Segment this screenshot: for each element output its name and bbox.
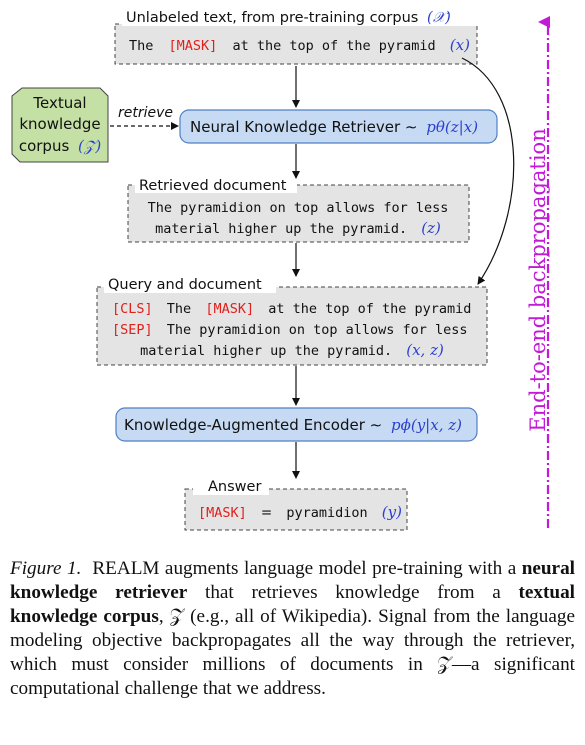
caption-part3: , 𝒵 (e.g., all of Wikipedia). Signal fro… — [10, 606, 576, 699]
input-symbol-x: (x) — [450, 36, 470, 54]
svg-text:material higher up the pyramid: material higher up the pyramid. (x, z) — [140, 341, 444, 359]
sep-token: [SEP] — [112, 322, 153, 338]
encoder-label: Knowledge-Augmented Encoder ∼ — [124, 416, 382, 434]
query-line3: material higher up the pyramid. — [140, 343, 392, 359]
caption-bold2: textual knowledge corpus — [10, 582, 576, 627]
corpus-line1: Textual — [32, 94, 86, 112]
svg-text:[MASK] = pyramidio: [MASK] = pyramidion (y) — [198, 503, 402, 521]
svg-text:Neural Knowledge Retriever ∼: Neural Knowledge Retriever ∼ pθ(z|x) — [190, 118, 478, 136]
unlabeled-text-box: Unlabeled text, from pre-training corpus… — [114, 6, 482, 65]
retrieved-document-line1: The pyramidion on top allows for less — [148, 200, 449, 216]
arrow-input-to-query — [461, 57, 515, 285]
query-document-title: Query and document — [108, 277, 262, 293]
answer-title: Answer — [208, 479, 261, 495]
retrieved-document-line2: material higher up the pyramid. — [155, 221, 407, 237]
document-symbol-z: (z) — [421, 219, 441, 237]
caption-part1: REALM augments language model pre-traini… — [92, 558, 517, 579]
cls-token: [CLS] — [112, 301, 153, 317]
mask-token: [MASK] — [169, 38, 218, 54]
svg-text:corpus (𝒵): corpus (𝒵) — [19, 137, 101, 155]
svg-text:The [MASK] at the: The [MASK] at the top of the pyramid (x) — [129, 36, 470, 54]
retriever-label: Neural Knowledge Retriever ∼ — [190, 118, 418, 136]
answer-equals: = — [261, 505, 272, 521]
caption-figure-label: Figure 1. — [10, 558, 82, 579]
query-mask-token: [MASK] — [205, 301, 254, 317]
diagram-canvas: Unlabeled text, from pre-training corpus… — [11, 6, 550, 531]
unlabeled-text-after: at the top of the pyramid — [232, 38, 435, 54]
figure-caption: Figure 1. REALM augments language model … — [10, 557, 575, 701]
retrieved-document-title: Retrieved document — [139, 178, 287, 194]
corpus-symbol-x: (𝒳) — [427, 10, 451, 26]
unlabeled-text-before: The — [129, 38, 153, 54]
svg-text:[SEP] The pyramidion on: [SEP] The pyramidion on top allows for l… — [112, 322, 468, 338]
retrieve-label: retrieve — [118, 105, 173, 121]
query-line1-a: The — [167, 301, 191, 317]
query-and-document-box: Query and document [CLS] The [MASK] at t… — [96, 273, 488, 366]
answer-symbol-y: (y) — [382, 503, 402, 521]
caption-part2: that retrieves knowledge from a — [204, 582, 501, 603]
retriever-distribution: pθ(z|x) — [426, 118, 478, 136]
corpus-symbol-z: (𝒵) — [78, 137, 101, 155]
svg-text:[CLS] The [MASK]: [CLS] The [MASK] at the top of the pyram… — [112, 301, 471, 317]
caption-bold1: neural knowledge retriever — [10, 558, 576, 603]
query-symbol-xz: (x, z) — [406, 341, 444, 359]
answer-mask-token: [MASK] — [198, 505, 247, 521]
retriever-box: Neural Knowledge Retriever ∼ pθ(z|x) — [179, 109, 498, 144]
answer-box: Answer [MASK] = pyramidion (y) — [184, 475, 408, 531]
svg-text:Unlabeled text, from pre-train: Unlabeled text, from pre-training corpus… — [126, 10, 451, 26]
corpus-line3: corpus — [19, 137, 70, 155]
query-line2: The pyramidion on top allows for less — [167, 322, 468, 338]
unlabeled-box-title: Unlabeled text, from pre-training corpus — [126, 10, 418, 26]
knowledge-corpus-box: Textual knowledge corpus (𝒵) — [11, 87, 109, 163]
encoder-box: Knowledge-Augmented Encoder ∼ pϕ(y|x, z) — [115, 407, 478, 442]
svg-text:material higher up the pyramid: material higher up the pyramid. (z) — [155, 219, 441, 237]
corpus-line2: knowledge — [19, 115, 100, 133]
svg-text:Knowledge-Augmented Encoder ∼: Knowledge-Augmented Encoder ∼ pϕ(y|x, z) — [124, 416, 462, 434]
backprop-label: End-to-end backpropagation — [526, 128, 550, 431]
retrieved-document-box: Retrieved document The pyramidion on top… — [127, 175, 470, 243]
answer-value: pyramidion — [286, 505, 367, 521]
encoder-distribution: pϕ(y|x, z) — [391, 416, 462, 434]
query-line1-b: at the top of the pyramid — [268, 301, 471, 317]
